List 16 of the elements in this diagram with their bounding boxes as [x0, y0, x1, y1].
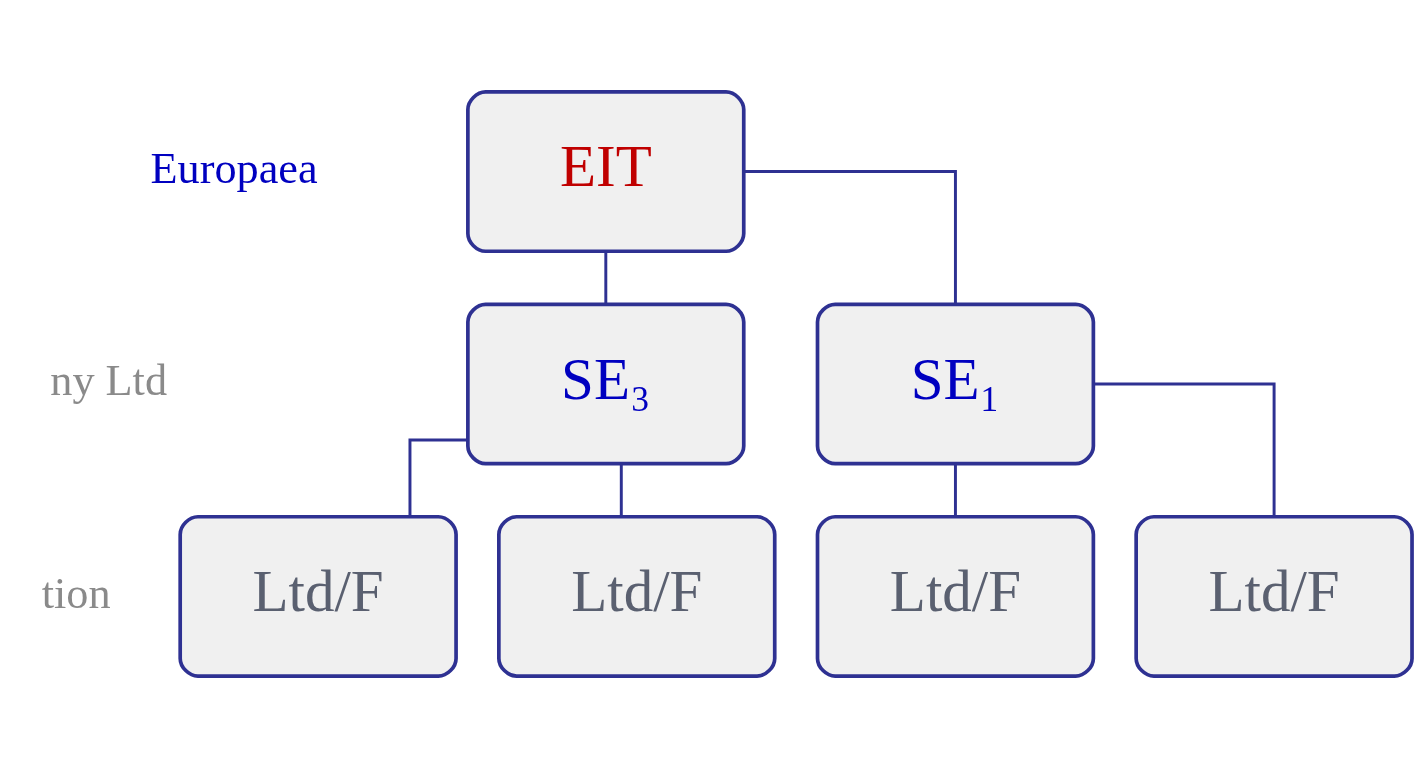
connector: [604, 251, 608, 304]
connector: [953, 463, 957, 517]
connector: [619, 463, 623, 517]
node-box: Ltd/F: [178, 514, 458, 678]
node-box: SE₃: [466, 302, 746, 466]
node-box: Ltd/F: [497, 514, 777, 678]
connector: [408, 438, 468, 517]
node-box: SE₁: [815, 302, 1096, 466]
node-box: EIT: [466, 90, 746, 254]
label: ny Ltd: [50, 356, 168, 406]
connector: [744, 170, 957, 305]
node-box: Ltd/F: [815, 514, 1096, 678]
label: Europaea: [150, 143, 318, 193]
label: tion: [41, 568, 111, 618]
connector: [1093, 382, 1276, 517]
node-box: Ltd/F: [1134, 514, 1414, 678]
